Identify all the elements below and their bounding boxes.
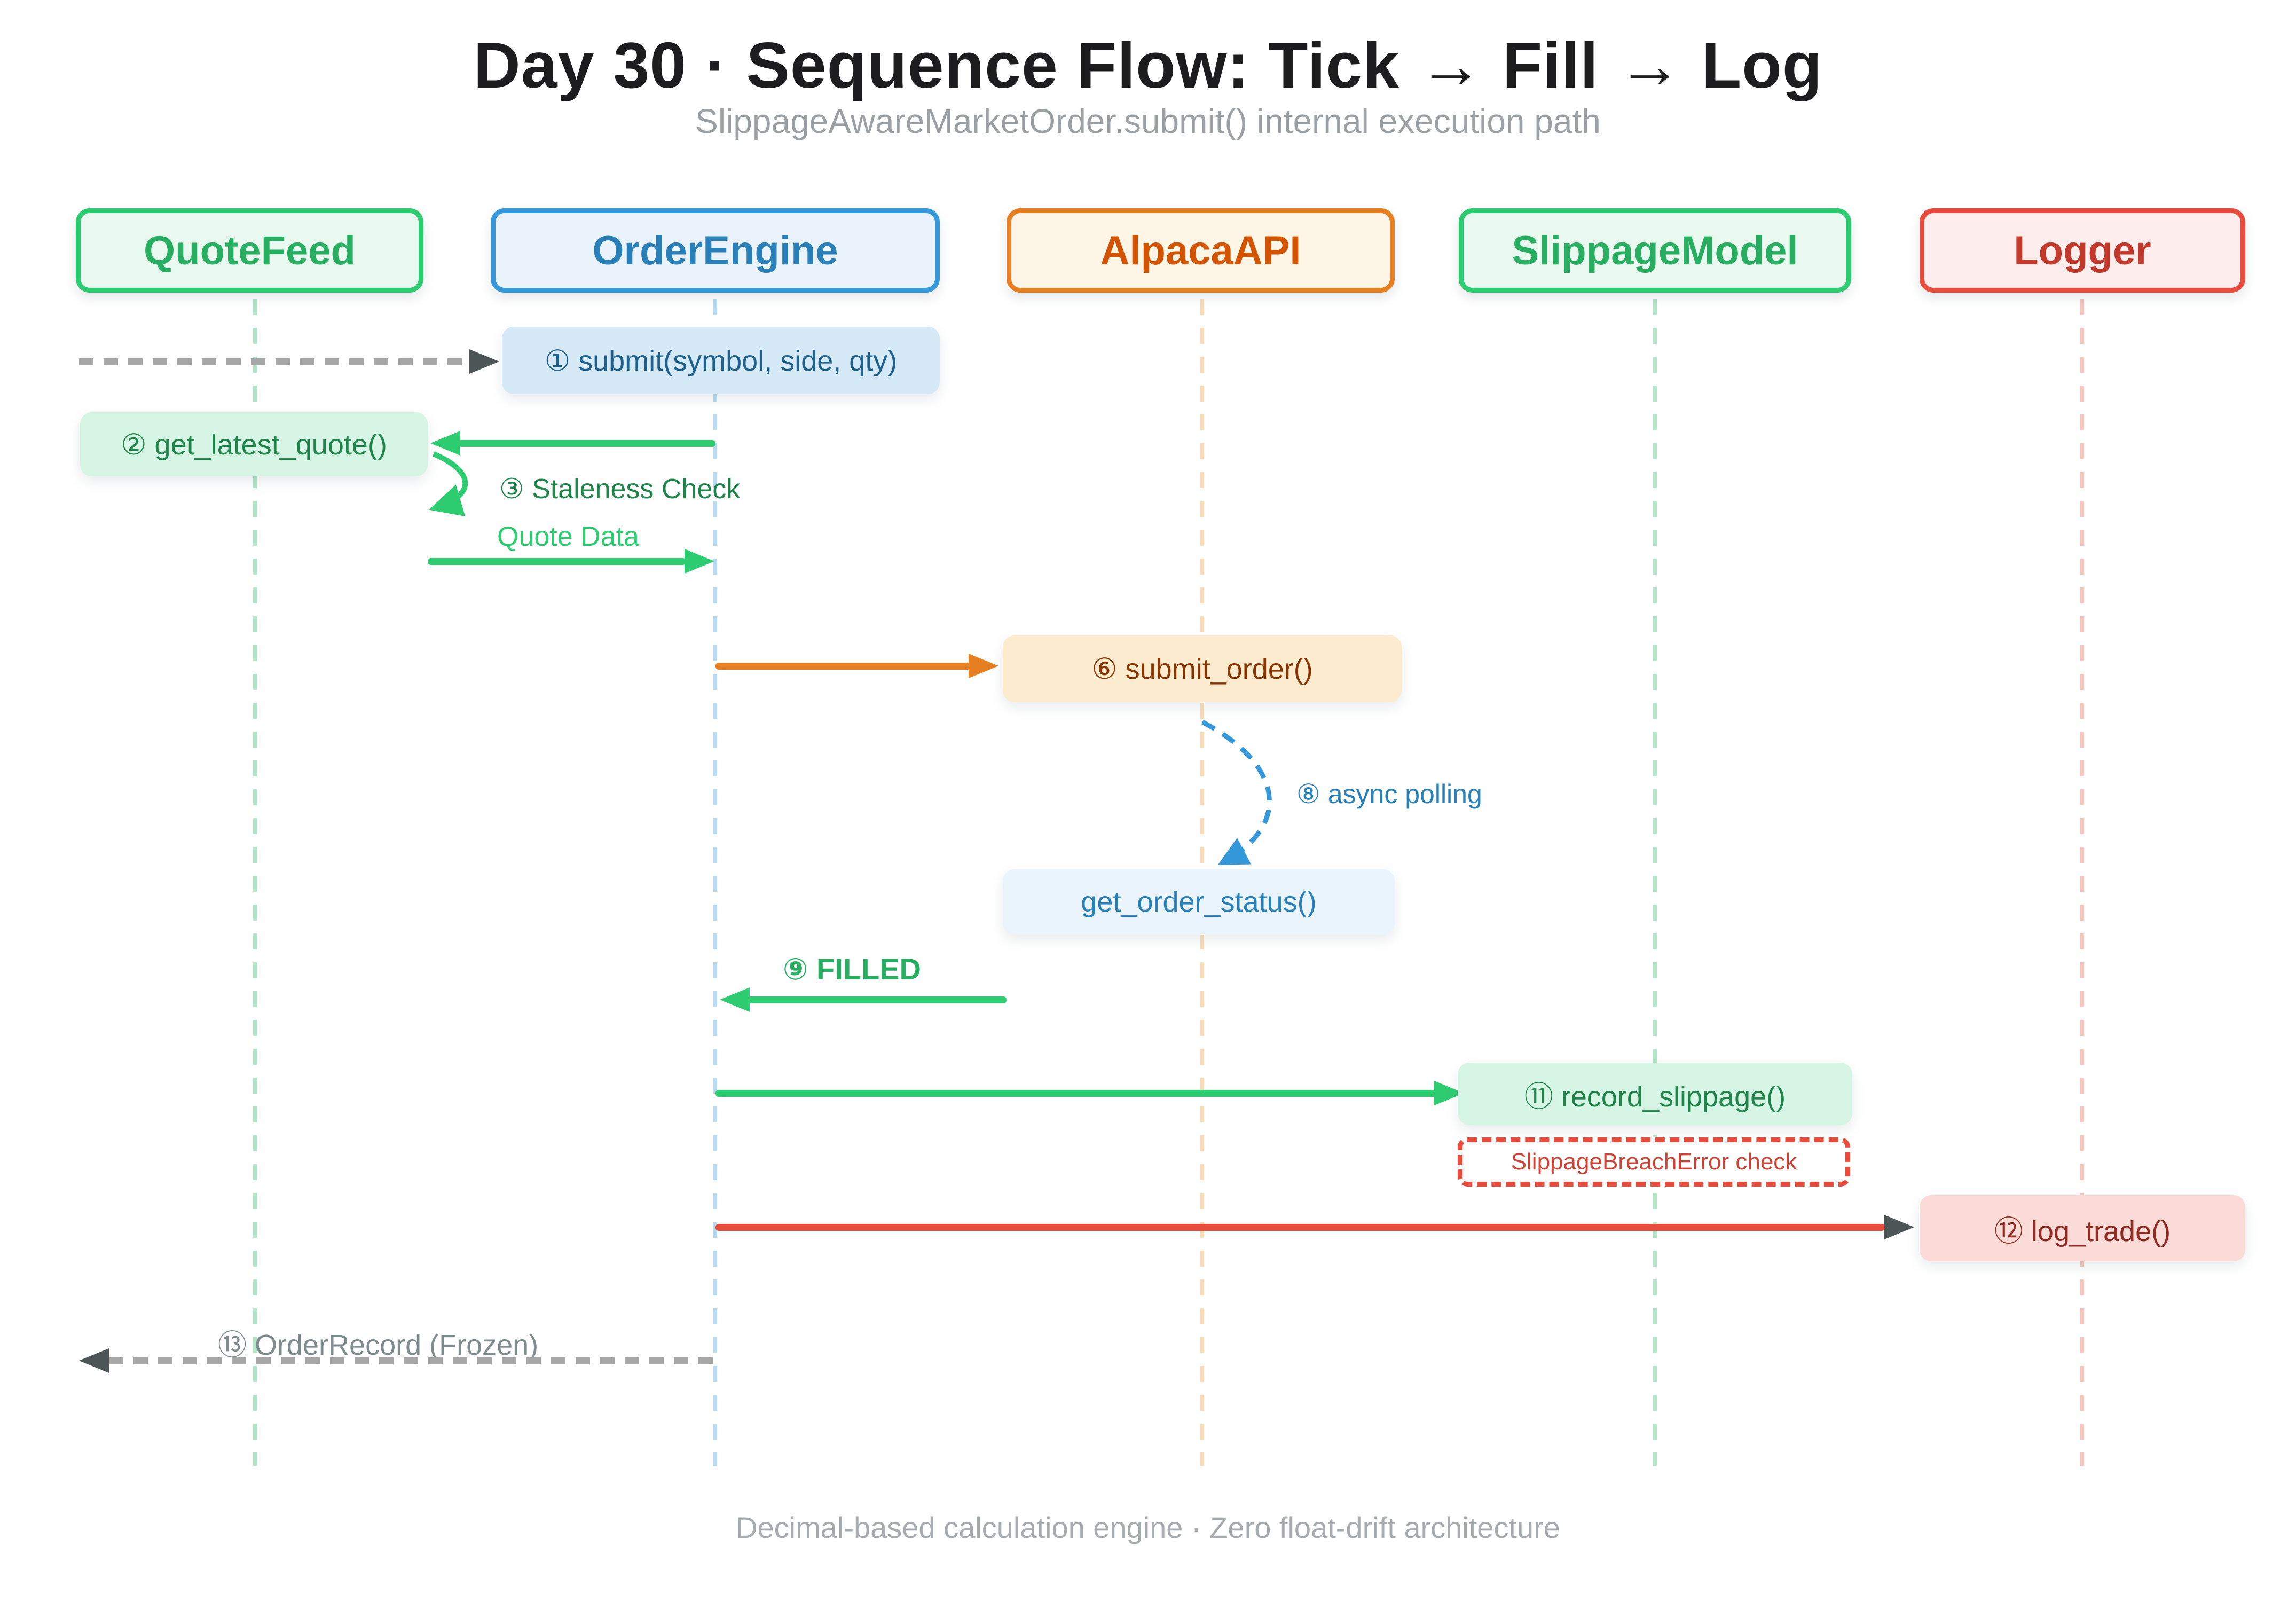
actor-logger: Logger bbox=[1920, 208, 2245, 293]
quote-data-arrow-head bbox=[685, 549, 714, 574]
log-trade-arrow-shaft bbox=[715, 1224, 1885, 1231]
actor-alpacaapi-label: AlpacaAPI bbox=[1100, 227, 1301, 273]
staleness-check-label: ③ Staleness Check bbox=[499, 474, 741, 505]
actor-logger-label: Logger bbox=[2014, 227, 2151, 273]
order-record-arrow-shaft bbox=[109, 1357, 715, 1364]
staleness-loop-arrow bbox=[429, 451, 468, 516]
get-latest-quote-arrow-shaft bbox=[458, 440, 715, 447]
submit-message: ① submit(symbol, side, qty) bbox=[502, 327, 940, 394]
lifeline-orderengine bbox=[713, 299, 717, 1466]
record-slippage-message: ⑪ record_slippage() bbox=[1458, 1063, 1852, 1125]
log-trade-message: ⑫ log_trade() bbox=[1920, 1195, 2245, 1261]
async-polling-curve-arrow bbox=[1201, 720, 1272, 865]
submit-order-label: ⑥ submit_order() bbox=[1091, 653, 1313, 685]
actor-slippagemodel: SlippageModel bbox=[1459, 208, 1851, 293]
get-order-status-label: get_order_status() bbox=[1081, 886, 1317, 918]
footer-note: Decimal-based calculation engine · Zero … bbox=[736, 1511, 1560, 1544]
quote-data-arrow-shaft bbox=[428, 558, 686, 565]
order-record-arrow-head bbox=[79, 1348, 109, 1373]
filled-arrow-shaft bbox=[748, 996, 1007, 1003]
submit-order-arrow-shaft bbox=[715, 663, 971, 670]
submit-order-arrow-head bbox=[969, 654, 998, 678]
submit-arrow-shaft bbox=[79, 358, 470, 365]
filled-arrow-head bbox=[720, 987, 750, 1012]
submit-message-label: ① submit(symbol, side, qty) bbox=[544, 344, 898, 377]
get-latest-quote-label: ② get_latest_quote() bbox=[121, 428, 387, 461]
submit-order-message: ⑥ submit_order() bbox=[1003, 635, 1402, 702]
get-latest-quote-message: ② get_latest_quote() bbox=[80, 412, 428, 476]
log-trade-label: ⑫ log_trade() bbox=[1994, 1215, 2171, 1247]
quote-data-label: Quote Data bbox=[497, 521, 639, 552]
record-slippage-arrow-shaft bbox=[715, 1090, 1436, 1097]
breach-check-label: SlippageBreachError check bbox=[1511, 1149, 1797, 1175]
actor-orderengine: OrderEngine bbox=[491, 208, 940, 293]
submit-arrow-head bbox=[469, 349, 499, 374]
lifeline-slippagemodel bbox=[1653, 299, 1657, 1466]
order-record-label: ⑬ OrderRecord (Frozen) bbox=[218, 1329, 539, 1361]
log-trade-arrow-head bbox=[1884, 1215, 1914, 1239]
breach-check-note: SlippageBreachError check bbox=[1458, 1137, 1850, 1187]
filled-label: ⑨ FILLED bbox=[783, 952, 921, 986]
actor-alpacaapi: AlpacaAPI bbox=[1007, 208, 1395, 293]
actor-quotefeed: QuoteFeed bbox=[76, 208, 423, 293]
record-slippage-label: ⑪ record_slippage() bbox=[1524, 1081, 1786, 1113]
page-subtitle: SlippageAwareMarketOrder.submit() intern… bbox=[695, 102, 1601, 140]
get-latest-quote-arrow-head bbox=[430, 431, 460, 456]
actor-quotefeed-label: QuoteFeed bbox=[144, 227, 356, 273]
actor-orderengine-label: OrderEngine bbox=[592, 227, 838, 273]
lifeline-logger bbox=[2080, 299, 2084, 1466]
lifeline-quotefeed bbox=[253, 299, 257, 1466]
async-polling-label: ⑧ async polling bbox=[1296, 779, 1482, 809]
actor-slippagemodel-label: SlippageModel bbox=[1512, 227, 1798, 273]
get-order-status-message: get_order_status() bbox=[1003, 869, 1395, 934]
page-title: Day 30 · Sequence Flow: Tick → Fill → Lo… bbox=[473, 29, 1823, 101]
